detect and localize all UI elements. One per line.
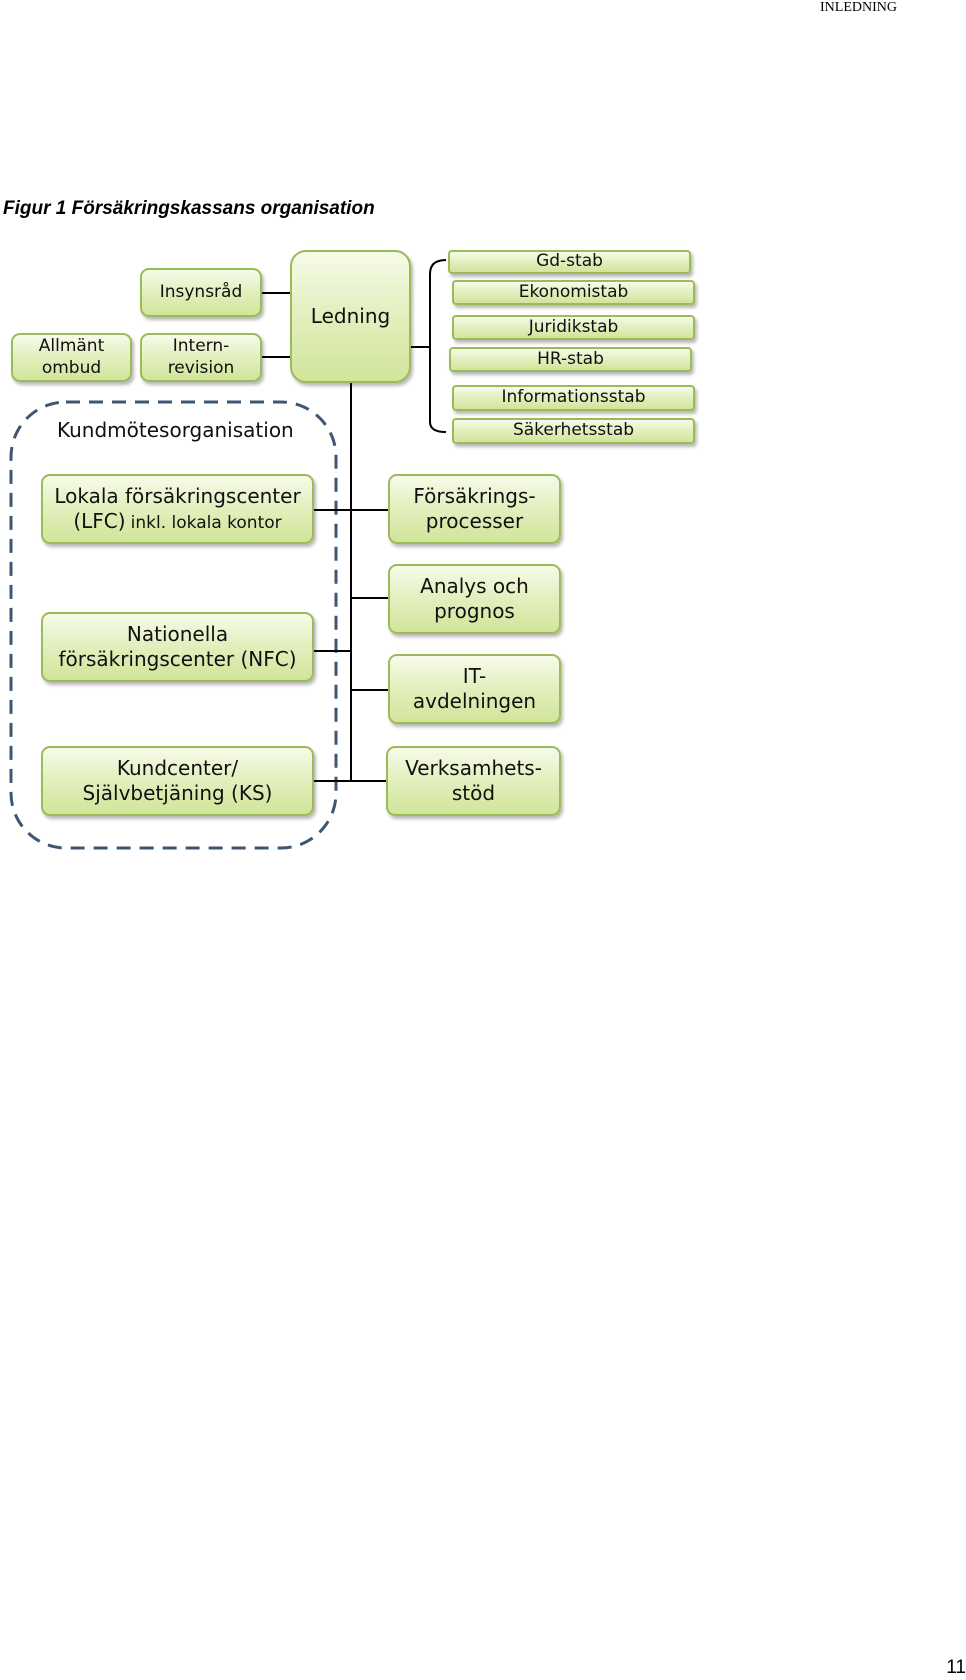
staff-hr-stab: HR-stab [449,347,692,372]
dept-label: IT- avdelningen [412,664,537,713]
dept-verksamhetsstod: Verksamhets- stöd [386,746,561,816]
section-header: INLEDNING [820,0,897,15]
dept-label: Verksamhets- stöd [405,756,542,805]
internrevision-box: Intern- revision [140,333,262,382]
kundmotesorganisation-border [9,400,338,850]
dept-analys-och-prognos: Analys och prognos [388,564,561,634]
staff-label: Gd-stab [536,251,603,272]
staff-bracket [429,259,447,433]
dept-label: Analys och prognos [420,574,529,623]
allmant-ombud-label: Allmänt ombud [38,336,105,378]
nfc-box: Nationella försäkringscenter (NFC) [41,612,314,682]
staff-ekonomistab: Ekonomistab [452,280,695,305]
insynsrad-box: Insynsråd [140,268,262,317]
staff-informationsstab: Informationsstab [452,385,695,411]
lfc-title: Lokala försäkringscenter [54,483,301,508]
ledning-box: Ledning [290,250,411,383]
internrevision-label: Intern- revision [167,336,235,378]
staff-label: Juridikstab [528,316,619,337]
nfc-label: Nationella försäkringscenter (NFC) [58,622,297,671]
ks-box: Kundcenter/ Självbetjäning (KS) [41,746,314,816]
staff-label: Informationsstab [501,387,646,408]
lfc-abbrev: (LFC) [73,508,126,533]
staff-gd-stab: Gd-stab [448,250,691,274]
dept-label: Försäkrings- processer [413,484,536,533]
staff-sakerhetsstab: Säkerhetsstab [452,418,695,444]
figure-caption: Figur 1 Försäkringskassans organisation [3,198,375,219]
staff-label: HR-stab [537,348,604,369]
lfc-note: inkl. lokala kontor [130,512,282,533]
staff-label: Ekonomistab [518,281,629,302]
ks-label: Kundcenter/ Självbetjäning (KS) [82,756,273,805]
dept-it-avdelningen: IT- avdelningen [388,654,561,724]
ledning-label: Ledning [310,304,391,328]
lfc-box: Lokala försäkringscenter (LFC) inkl. lok… [41,474,314,544]
staff-juridikstab: Juridikstab [452,315,695,340]
dept-forsakringsprocesser: Försäkrings- processer [388,474,561,544]
allmant-ombud-box: Allmänt ombud [11,333,132,382]
kundmotesorganisation-title: Kundmötesorganisation [57,418,294,442]
staff-label: Säkerhetsstab [512,420,635,441]
page-number: 11 [946,1657,966,1678]
insynsrad-label: Insynsråd [159,281,243,302]
